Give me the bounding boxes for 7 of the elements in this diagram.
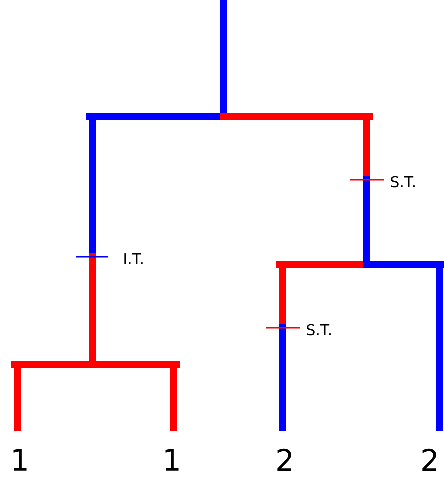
branch-label: S.T.: [307, 324, 331, 336]
leaf-label: 2: [422, 448, 437, 472]
branch-label: S.T.: [391, 176, 415, 188]
branch-label: I.T.: [124, 254, 143, 264]
leaf-label: 1: [166, 449, 179, 471]
leaf-label: 2: [278, 448, 292, 472]
leaf-label: 1: [14, 449, 27, 471]
